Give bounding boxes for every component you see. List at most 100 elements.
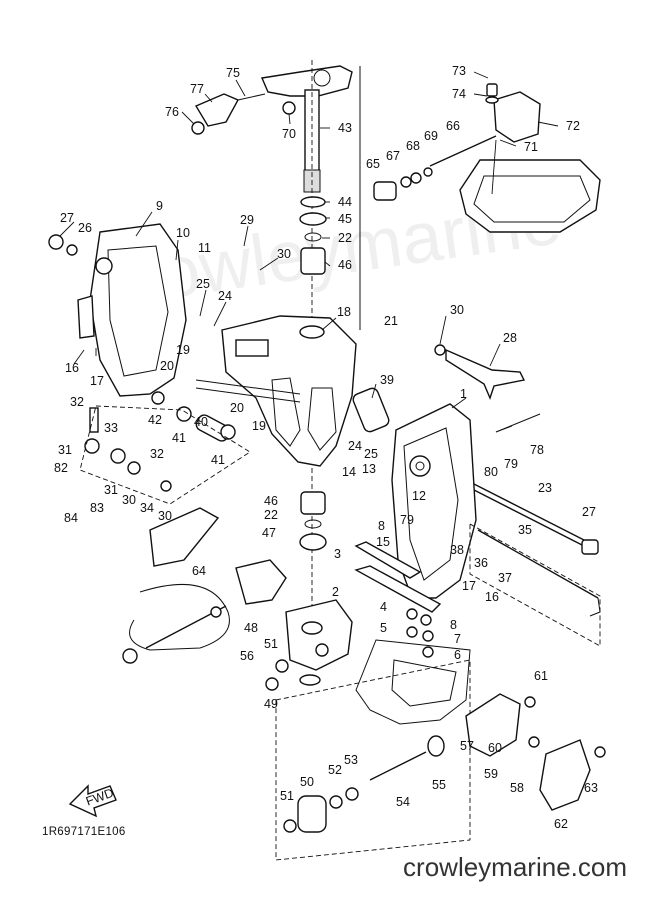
callout-12: 12 (412, 489, 426, 503)
callout-23: 23 (538, 481, 552, 495)
callout-20: 20 (160, 359, 174, 373)
callout-16: 16 (65, 361, 79, 375)
callout-27-right: 27 (582, 505, 596, 519)
bracket-57-part (465, 693, 521, 757)
callout-66: 66 (446, 119, 460, 133)
plate-2-part (354, 565, 442, 613)
callout-80: 80 (484, 465, 498, 479)
lower-mount-48-part (285, 599, 353, 671)
callout-21: 21 (384, 314, 398, 328)
callout-7: 7 (454, 632, 461, 646)
steering-arm-part (261, 65, 353, 97)
callout-25-mid: 25 (364, 447, 378, 461)
callout-30-lower: 30 (122, 493, 136, 507)
callout-79-mid: 79 (400, 513, 414, 527)
callout-68: 68 (406, 139, 420, 153)
cover-62-part (539, 739, 591, 811)
parts-artwork (48, 60, 606, 861)
callout-73: 73 (452, 64, 466, 78)
callout-26: 26 (78, 221, 92, 235)
callout-33: 33 (104, 421, 118, 435)
callout-13: 13 (362, 462, 376, 476)
callout-8-lower: 8 (450, 618, 457, 632)
callout-3: 3 (334, 547, 341, 561)
callout-17: 17 (90, 374, 104, 388)
callout-51-lower: 51 (280, 789, 294, 803)
callout-50: 50 (300, 775, 314, 789)
callout-46-lower: 46 (264, 494, 278, 508)
callout-44: 44 (338, 195, 352, 209)
callout-30-lower-b: 30 (158, 509, 172, 523)
callout-15: 15 (376, 535, 390, 549)
callout-4: 4 (380, 600, 387, 614)
callout-60: 60 (488, 741, 502, 755)
callout-32-mid: 32 (150, 447, 164, 461)
callout-67: 67 (386, 149, 400, 163)
callout-83: 83 (90, 501, 104, 515)
callout-22: 22 (338, 231, 352, 245)
callout-54: 54 (396, 795, 410, 809)
callout-10: 10 (176, 226, 190, 240)
callout-39: 39 (380, 373, 394, 387)
callout-84: 84 (64, 511, 78, 525)
callout-78: 78 (530, 443, 544, 457)
catalog-code: 1R697171E106 (42, 826, 126, 838)
callout-63: 63 (584, 781, 598, 795)
callout-14: 14 (342, 465, 356, 479)
callout-labels: 75 77 76 70 43 44 45 22 46 73 74 72 66 6… (54, 64, 598, 831)
callout-19: 19 (176, 343, 190, 357)
callout-51: 51 (264, 637, 278, 651)
callout-75: 75 (226, 66, 240, 80)
callout-46: 46 (338, 258, 352, 272)
callout-25: 25 (196, 277, 210, 291)
callout-28: 28 (503, 331, 517, 345)
callout-37: 37 (498, 571, 512, 585)
callout-71: 71 (524, 140, 538, 154)
callout-31-lower: 31 (104, 483, 118, 497)
callout-65: 65 (366, 157, 380, 171)
callout-40: 40 (194, 415, 208, 429)
fwd-arrow-shape (68, 784, 117, 818)
callout-79: 79 (504, 457, 518, 471)
callout-47: 47 (262, 526, 276, 540)
callout-32: 32 (70, 395, 84, 409)
cover-71-part (459, 159, 601, 233)
callout-35: 35 (518, 523, 532, 537)
callout-77: 77 (190, 82, 204, 96)
callout-36: 36 (474, 556, 488, 570)
callout-59: 59 (484, 767, 498, 781)
callout-45: 45 (338, 212, 352, 226)
callout-30: 30 (277, 247, 291, 261)
callout-74: 74 (452, 87, 466, 101)
callout-24-mid: 24 (348, 439, 362, 453)
callout-62: 62 (554, 817, 568, 831)
swivel-bracket-part (221, 315, 357, 467)
callout-6: 6 (454, 648, 461, 662)
site-credit: crowleymarine.com (403, 852, 627, 882)
callout-70: 70 (282, 127, 296, 141)
clamp-bracket-left-part (89, 223, 187, 397)
callout-20-mid: 20 (230, 401, 244, 415)
callout-48: 48 (244, 621, 258, 635)
callout-72: 72 (566, 119, 580, 133)
callout-2: 2 (332, 585, 339, 599)
callout-8: 8 (378, 519, 385, 533)
callout-17-right: 17 (462, 579, 476, 593)
callout-82: 82 (54, 461, 68, 475)
callout-38: 38 (450, 543, 464, 557)
callout-49: 49 (264, 697, 278, 711)
callout-22-lower: 22 (264, 508, 278, 522)
callout-19-mid: 19 (252, 419, 266, 433)
callout-69: 69 (424, 129, 438, 143)
callout-43: 43 (338, 121, 352, 135)
callout-64: 64 (192, 564, 206, 578)
callout-61: 61 (534, 669, 548, 683)
callout-58: 58 (510, 781, 524, 795)
bracket-77-part (194, 93, 239, 127)
callout-41: 41 (172, 431, 186, 445)
callout-11: 11 (198, 241, 211, 255)
callout-9: 9 (156, 199, 163, 213)
callout-24: 24 (218, 289, 232, 303)
callout-55: 55 (432, 778, 446, 792)
